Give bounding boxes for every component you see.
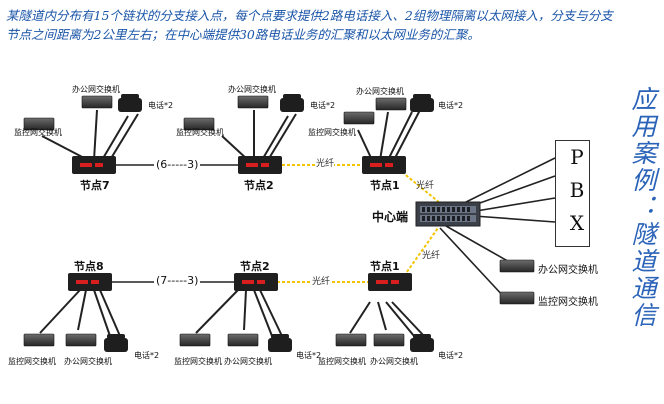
top-node-label-3: 节点1 xyxy=(370,179,400,192)
top-phone-label-1: 电话*2 xyxy=(148,101,174,110)
phone-icons-top xyxy=(118,94,434,112)
phone-icons-bottom xyxy=(104,334,434,352)
top-phone-label-3: 电话*2 xyxy=(438,101,464,110)
top-monitor-switch-label-1: 监控网交换机 xyxy=(14,128,62,137)
center-uplinks xyxy=(461,157,556,223)
bottom-phone-label-3: 电话*2 xyxy=(438,351,464,360)
bottom-link-label-2: 光纤 xyxy=(312,274,331,287)
top-node1-cables xyxy=(357,109,421,161)
top-office-switch-label-1: 办公网交换机 xyxy=(72,85,120,94)
bottom-link-label-1: (7-----3) xyxy=(154,274,201,287)
pbx-label: PBX xyxy=(565,145,589,244)
bottom-phone-label-2: 电话*2 xyxy=(296,351,322,360)
top-node-label-1: 节点7 xyxy=(80,179,110,192)
top-office-switch-label-2: 办公网交换机 xyxy=(228,85,276,94)
top-monitor-switch-label-2: 监控网交换机 xyxy=(176,128,224,137)
node-device-top-1 xyxy=(362,156,406,174)
bottom-monitor-switch-label-3: 监控网交换机 xyxy=(318,357,366,366)
bottom-node-label-1: 节点8 xyxy=(74,260,104,273)
intro-text: 某隧道内分布有15个链状的分支接入点，每个点要求提供2路电话接入、2组物理隔离以… xyxy=(6,8,613,42)
node-device-bottom-8 xyxy=(68,273,112,291)
bottom-office-switch-label-3: 办公网交换机 xyxy=(370,357,418,366)
bottom-node8-cables xyxy=(39,289,121,337)
center-office-switch-label: 办公网交换机 xyxy=(538,265,598,276)
node-device-top-2 xyxy=(238,156,282,174)
bottom-monitor-switch-label-1: 监控网交换机 xyxy=(8,357,56,366)
bottom-phone-label-1: 电话*2 xyxy=(134,351,160,360)
top-node-label-2: 节点2 xyxy=(244,179,274,192)
center-label: 中心端 xyxy=(372,210,409,224)
top-monitor-switch-label-3: 监控网交换机 xyxy=(308,128,356,137)
fiber-top-center xyxy=(401,171,441,204)
bottom-node-label-3: 节点1 xyxy=(370,260,400,273)
bottom-office-switch-label-1: 办公网交换机 xyxy=(64,357,112,366)
center-switch xyxy=(415,201,481,227)
node-device-bottom-2 xyxy=(234,273,278,291)
top-link-label-3: 光纤 xyxy=(416,181,435,191)
node-device-bottom-1 xyxy=(368,273,412,291)
top-office-switch-label-3: 办公网交换机 xyxy=(356,87,404,96)
top-node2-cables xyxy=(221,110,297,161)
bottom-node2-cables xyxy=(195,289,283,337)
side-title: 应用案例：隧道通信 xyxy=(628,86,657,329)
bottom-link-label-3: 光纤 xyxy=(422,251,441,261)
pbx-box: PBX xyxy=(555,140,590,247)
switch-icons-bottom xyxy=(23,259,535,347)
bottom-node1-cables xyxy=(349,301,425,337)
bottom-monitor-switch-label-2: 监控网交换机 xyxy=(174,357,222,366)
bottom-office-switch-label-2: 办公网交换机 xyxy=(224,357,272,366)
switch-icons-top xyxy=(23,95,407,131)
top-phone-label-2: 电话*2 xyxy=(310,101,336,110)
top-link-label-1: (6-----3) xyxy=(154,158,201,171)
center-monitor-switch-label: 监控网交换机 xyxy=(538,297,598,308)
node-device-top-7 xyxy=(72,156,116,174)
top-link-label-2: 光纤 xyxy=(316,156,335,169)
bottom-node-label-2: 节点2 xyxy=(240,260,270,273)
